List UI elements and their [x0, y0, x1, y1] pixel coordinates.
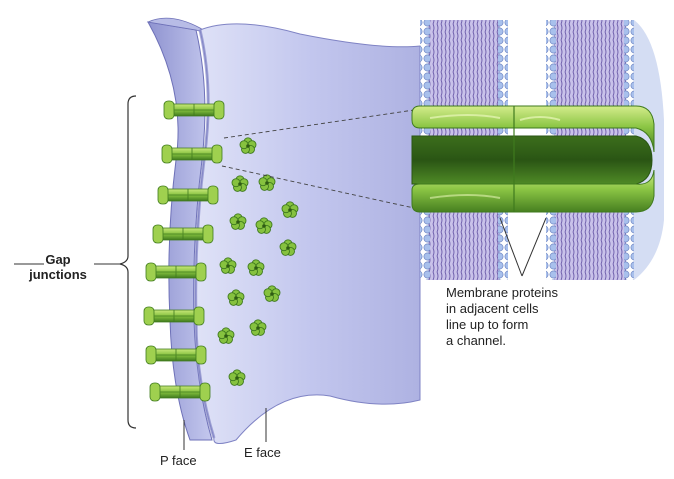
- junction-protein-8: [149, 382, 211, 402]
- channel-description-line-3: line up to form: [446, 317, 529, 332]
- junction-protein-3: [157, 185, 219, 205]
- gap-junctions-label-line-1: Gap: [45, 252, 71, 267]
- gap-junctions-label-line-2: junctions: [29, 267, 87, 282]
- junction-protein-1: [163, 100, 225, 120]
- channel-description-line-4: a channel.: [446, 333, 506, 348]
- e-face-membrane: [195, 23, 421, 444]
- e-face-label: E face: [244, 445, 281, 460]
- zoom-line-bottom: [221, 165, 415, 209]
- pointer-line-2: [521, 217, 547, 277]
- gap-junctions-label: Gap junctions: [8, 252, 108, 282]
- pointer-line-1: [499, 217, 523, 277]
- channel-description-line-1: Membrane proteins: [446, 285, 558, 300]
- channel-protein: [411, 105, 655, 213]
- channel-description-line-2: in adjacent cells: [446, 301, 539, 316]
- junction-protein-5: [145, 262, 207, 282]
- junction-protein-2: [161, 144, 223, 164]
- channel-description: Membrane proteins in adjacent cells line…: [446, 285, 646, 349]
- p-face-label: P face: [160, 453, 197, 468]
- junction-protein-4: [152, 224, 214, 244]
- junction-protein-7: [145, 345, 207, 365]
- gap-junction-bracket: [119, 95, 137, 429]
- junction-protein-6: [143, 306, 205, 326]
